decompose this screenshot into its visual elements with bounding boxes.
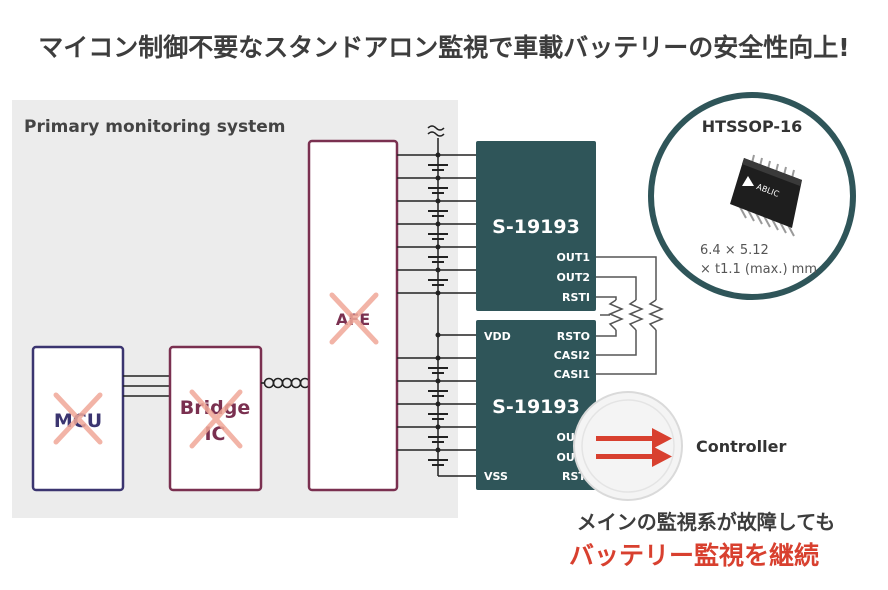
chip-package-image: [730, 154, 802, 237]
chip-1-pin-rsti: RSTI: [562, 291, 590, 304]
battery-cells: [428, 164, 448, 466]
controller-label: Controller: [696, 437, 786, 456]
message-line1: メインの監視系が故障しても: [577, 510, 835, 534]
package-dim-line2: × t1.1 (max.) mm: [700, 262, 817, 277]
s19193-chip-2: VDD VSS RSTO CASI2 CASI1 S-19193 OUT1 OU…: [476, 320, 596, 490]
message-line2: バッテリー監視を継続: [569, 541, 819, 570]
primary-system-label: Primary monitoring system: [24, 117, 285, 137]
cascade-wiring: [596, 256, 657, 375]
bridge-cross-mark: [189, 389, 243, 449]
chip-2-pin-casi2: CASI2: [554, 349, 590, 362]
output-arrows: [596, 428, 672, 467]
chip-2-pin-rsto: RSTO: [557, 330, 590, 343]
afe-cross-mark: [329, 292, 379, 345]
junction-dots: [435, 152, 441, 453]
mcu-bridge-bus: [123, 375, 170, 397]
package-name: HTSSOP-16: [702, 117, 803, 136]
mcu-cross-mark: [53, 392, 103, 445]
package-dim-line1: 6.4 × 5.12: [700, 243, 769, 258]
chip-2-pin-vss: VSS: [484, 470, 508, 483]
controller-badge: Controller: [573, 391, 786, 501]
chip-2-pin-casi1: CASI1: [554, 368, 590, 381]
bridge-ic-block: Bridge IC: [168, 345, 263, 492]
chip-2-name: S-19193: [492, 396, 580, 418]
chip-1-pin-out1: OUT1: [557, 251, 590, 264]
package-badge: HTSSOP-16 ABLIC 6.4 × 5.12 × t1.1 (max.)…: [648, 92, 856, 300]
chip-1-name: S-19193: [492, 216, 580, 238]
chip-1-pin-out2: OUT2: [557, 271, 590, 284]
mcu-block: MCU: [31, 345, 125, 492]
afe-block: AFE: [307, 139, 399, 492]
chip-2-pin-vdd: VDD: [484, 330, 511, 343]
isolation-coil: [261, 377, 311, 389]
s19193-chip-1: S-19193 OUT1 OUT2 RSTI: [476, 141, 596, 311]
page-title: マイコン制御不要なスタンドアロン監視で車載バッテリーの安全性向上!: [38, 33, 849, 62]
pullup-resistors: [600, 299, 664, 331]
